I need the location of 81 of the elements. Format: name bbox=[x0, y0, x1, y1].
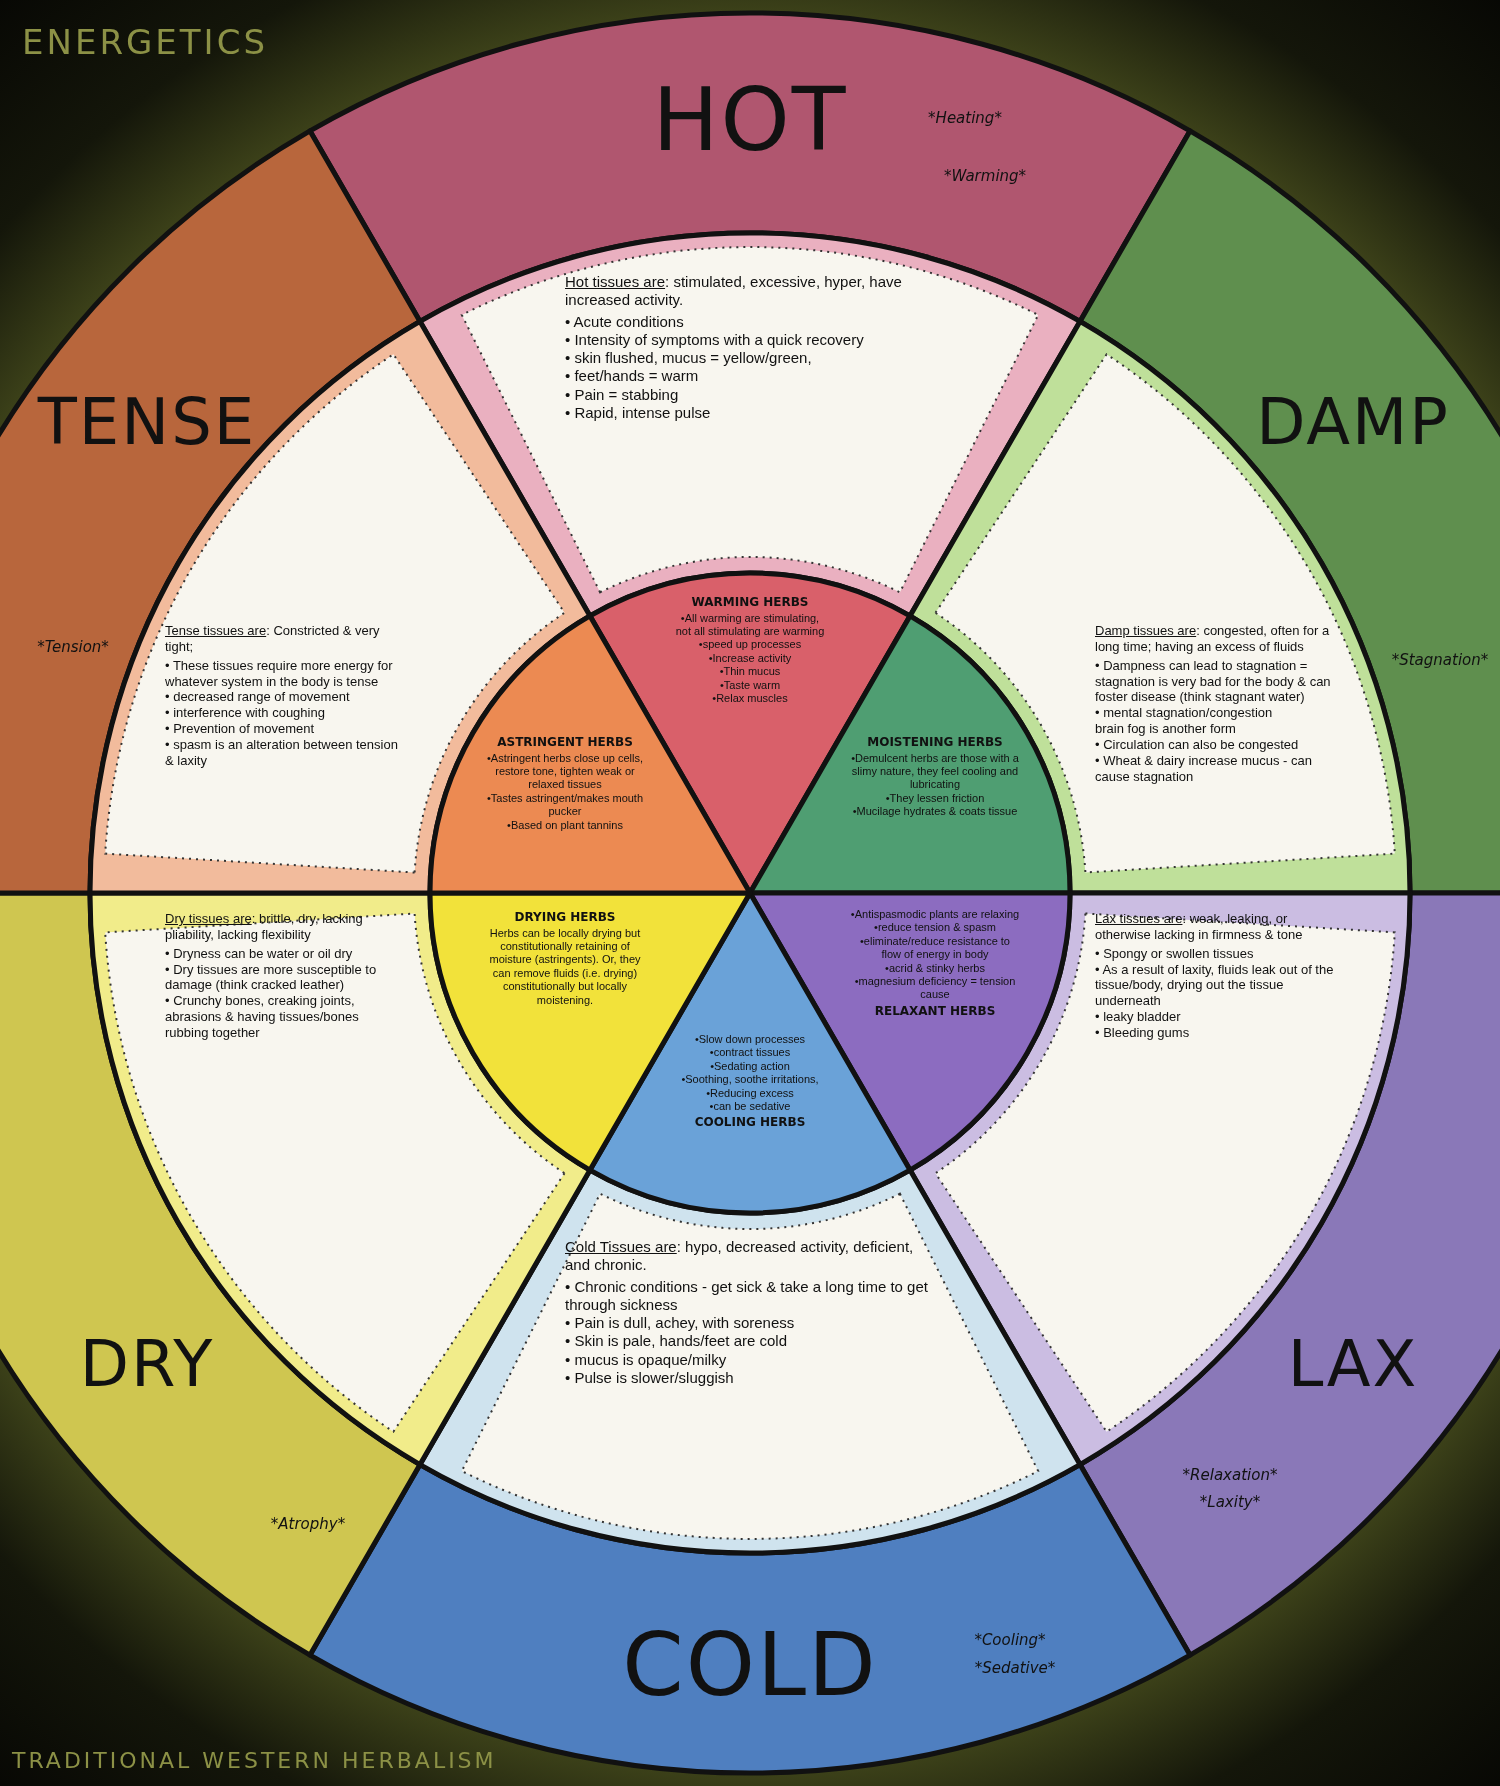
bullet-point: • mucus is opaque/milky bbox=[565, 1350, 728, 1370]
herb-note: •reduce tension & spasm bbox=[873, 921, 997, 935]
herb-note: •Relax muscles bbox=[711, 692, 789, 706]
bullet-point: • interference with coughing bbox=[165, 705, 326, 722]
herb-note: •Based on plant tannins bbox=[506, 818, 624, 833]
bullet-point: • As a result of laxity, fluids leak out of the tissue/body, drying out the tissue underneath bbox=[1095, 961, 1335, 1010]
herb-note: •Demulcent herbs are those with a slimy nature, they feel cooling and lubricating bbox=[850, 751, 1020, 792]
annotation-text: *Relaxation* bbox=[1182, 1466, 1278, 1484]
bullet-point: • Pulse is slower/sluggish bbox=[565, 1369, 735, 1388]
annotation-text: *Cooling* bbox=[974, 1631, 1046, 1649]
segment-title: LAX bbox=[1287, 1332, 1419, 1396]
bullet-point: • Acute conditions bbox=[565, 312, 685, 331]
segment-title: DAMP bbox=[1256, 390, 1450, 454]
bullet-point: • Skin is pale, hands/feet are cold bbox=[565, 1332, 789, 1351]
bullet-point: • mental stagnation/congestion bbox=[1095, 705, 1274, 722]
bullet-point: brain fog is another form bbox=[1095, 721, 1237, 737]
description-text: Dry tissues are: brittle, dry, lacking pliability, lacking flexibility bbox=[165, 911, 364, 943]
bullet-point: • Pain = stabbing bbox=[565, 385, 680, 405]
segment-title: DRY bbox=[79, 1332, 215, 1396]
description-text: Cold Tissues are: hypo, decreased activity, deficient, and chronic. bbox=[565, 1238, 915, 1275]
bullet-point: • Intensity of symptoms with a quick recovery bbox=[565, 330, 865, 350]
annotation-text: *Heating* bbox=[928, 109, 1002, 127]
bullet-point: • skin flushed, mucus = yellow/green, bbox=[565, 349, 813, 368]
herb-note: •contract tissues bbox=[708, 1046, 792, 1060]
herb-heading: DRYING HERBS bbox=[513, 910, 617, 925]
bullet-point: • decreased range of movement bbox=[165, 689, 351, 706]
herb-note: •Sedating action bbox=[709, 1059, 791, 1074]
herb-note: •They lessen friction bbox=[884, 791, 986, 806]
herb-note: •acrid & stinky herbs bbox=[884, 961, 986, 976]
bullet-point: • Rapid, intense pulse bbox=[565, 404, 712, 423]
herb-note: •Soothing, soothe irritations, bbox=[680, 1073, 820, 1087]
bullet-point: • spasm is an alteration between tension & laxity bbox=[165, 737, 399, 769]
annotation-text: *Tension* bbox=[37, 638, 109, 656]
annotation-text: *Warming* bbox=[943, 167, 1027, 185]
herb-note: •Tastes astringent/makes mouth pucker bbox=[485, 791, 645, 819]
herb-note: •speed up processes bbox=[697, 638, 803, 652]
herb-heading: RELAXANT HERBS bbox=[873, 1003, 997, 1019]
description-text: Hot tissues are: stimulated, excessive, hyper, have increased activity. bbox=[565, 273, 903, 310]
herb-note: •Taste warm bbox=[718, 678, 782, 693]
bullet-point: • Spongy or swollen tissues bbox=[1095, 945, 1255, 962]
herb-heading: ASTRINGENT HERBS bbox=[496, 735, 634, 750]
wheel-caption: ENERGETICS bbox=[22, 22, 268, 62]
segment-title: HOT bbox=[652, 76, 848, 164]
annotation-text: *Atrophy* bbox=[270, 1515, 346, 1533]
herb-note: •Increase activity bbox=[707, 651, 793, 666]
annotation-text: *Stagnation* bbox=[1391, 651, 1489, 669]
herb-note: •Astringent herbs close up cells, restore tone, tighten weak or relaxed tissues bbox=[485, 751, 645, 792]
herb-heading: COOLING HERBS bbox=[693, 1115, 807, 1131]
herb-heading: MOISTENING HERBS bbox=[866, 735, 1004, 750]
description-text: Damp tissues are: congested, often for a long time; having an excess of fluids bbox=[1095, 623, 1331, 655]
herb-note: •Mucilage hydrates & coats tissue bbox=[851, 805, 1019, 819]
bullet-point: • Prevention of movement bbox=[165, 721, 316, 737]
bullet-point: • Pain is dull, achey, with soreness bbox=[565, 1314, 796, 1333]
herb-note: •magnesium deficiency = tension cause bbox=[853, 975, 1017, 1002]
bullet-point: • Dry tissues are more susceptible to damage (think cracked leather) bbox=[165, 961, 378, 994]
herb-note: Herbs can be locally drying but constitutionally retaining of moisture (astringents). Or, they can remove fluids (i.e. drying) constitutionally but locally moistening. bbox=[488, 926, 642, 1008]
bullet-point: • Dryness can be water or oil dry bbox=[165, 945, 354, 962]
bullet-point: • Dampness can lead to stagnation = stagnation is very bad for the body & can foster disease (think stagnant water) bbox=[1095, 657, 1332, 706]
bullet-point: • Chronic conditions - get sick & take a long time to get through sickness bbox=[565, 1277, 929, 1315]
herb-note: •Slow down processes bbox=[693, 1033, 807, 1047]
description-text: Tense tissues are: Constricted & very tight; bbox=[165, 623, 381, 655]
bullet-point: • These tissues require more energy for whatever system in the body is tense bbox=[165, 657, 394, 690]
herb-note: •eliminate/reduce resistance to flow of energy in body bbox=[859, 934, 1011, 962]
herb-note: •can be sedative bbox=[708, 1100, 792, 1114]
annotation-text: *Sedative* bbox=[974, 1659, 1056, 1677]
herb-note: •Thin mucus bbox=[718, 665, 782, 679]
annotation-text: *Laxity* bbox=[1199, 1493, 1261, 1511]
segment-title: TENSE bbox=[37, 390, 257, 454]
segment-title: COLD bbox=[622, 1621, 878, 1709]
herb-note: •All warming are stimulating, not all stimulating are warming bbox=[675, 611, 825, 639]
herb-note: •Reducing excess bbox=[705, 1086, 795, 1101]
bullet-point: • Wheat & dairy increase mucus - can cause stagnation bbox=[1095, 752, 1313, 785]
wheel-caption: TRADITIONAL WESTERN HERBALISM bbox=[12, 1748, 497, 1773]
herb-heading: WARMING HERBS bbox=[690, 595, 810, 610]
bullet-point: • leaky bladder bbox=[1095, 1009, 1182, 1025]
herb-note: •Antispasmodic plants are relaxing bbox=[850, 908, 1020, 922]
bullet-point: • Circulation can also be congested bbox=[1095, 737, 1300, 753]
bullet-point: • Crunchy bones, creaking joints, abrasions & having tissues/bones rubbing together bbox=[165, 993, 360, 1041]
description-text: Lax tissues are: weak, leaking, or otherwise lacking in firmness & tone bbox=[1095, 911, 1304, 943]
bullet-point: • Bleeding gums bbox=[1095, 1025, 1191, 1041]
bullet-point: • feet/hands = warm bbox=[565, 367, 700, 386]
